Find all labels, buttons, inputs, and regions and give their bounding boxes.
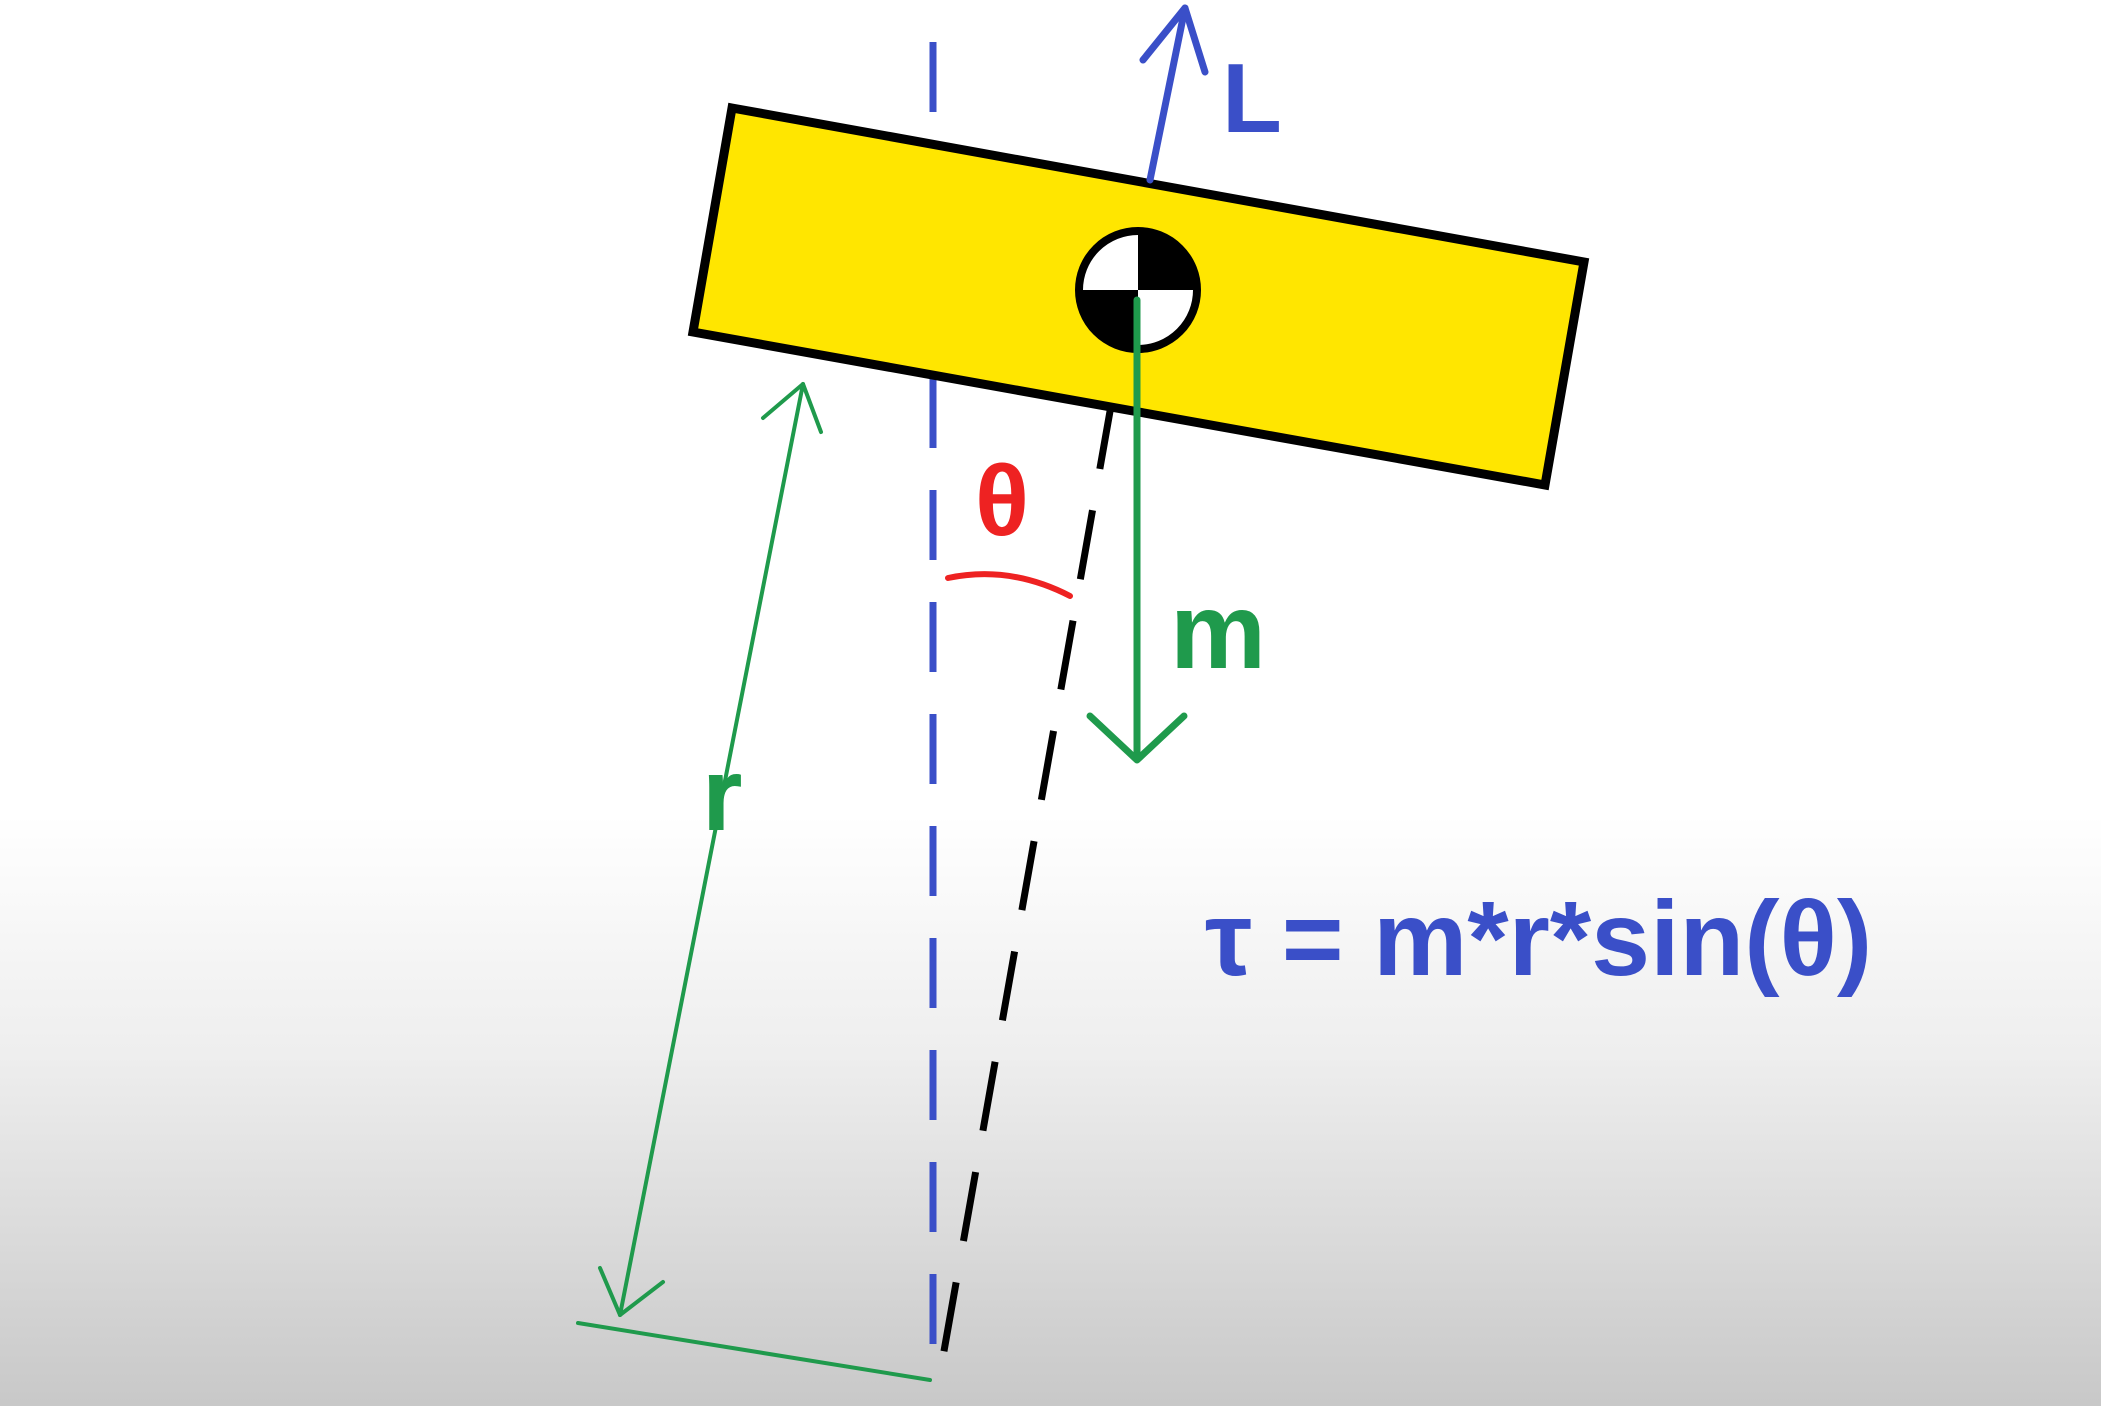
radius-label: r (702, 737, 742, 853)
radius-dimension-arrow (576, 382, 932, 1382)
lift-arrow (1139, 4, 1209, 184)
theta-label: θ (975, 445, 1029, 557)
mass-label: m (1170, 570, 1266, 691)
mass-arrow (1086, 296, 1188, 764)
lift-label: L (1222, 43, 1282, 153)
tilted-reference-line (934, 399, 1116, 1386)
torque-equation: τ = m*r*sin(θ) (1205, 880, 1872, 998)
theta-arc (945, 571, 1073, 599)
center-of-mass-icon (1075, 227, 1201, 353)
